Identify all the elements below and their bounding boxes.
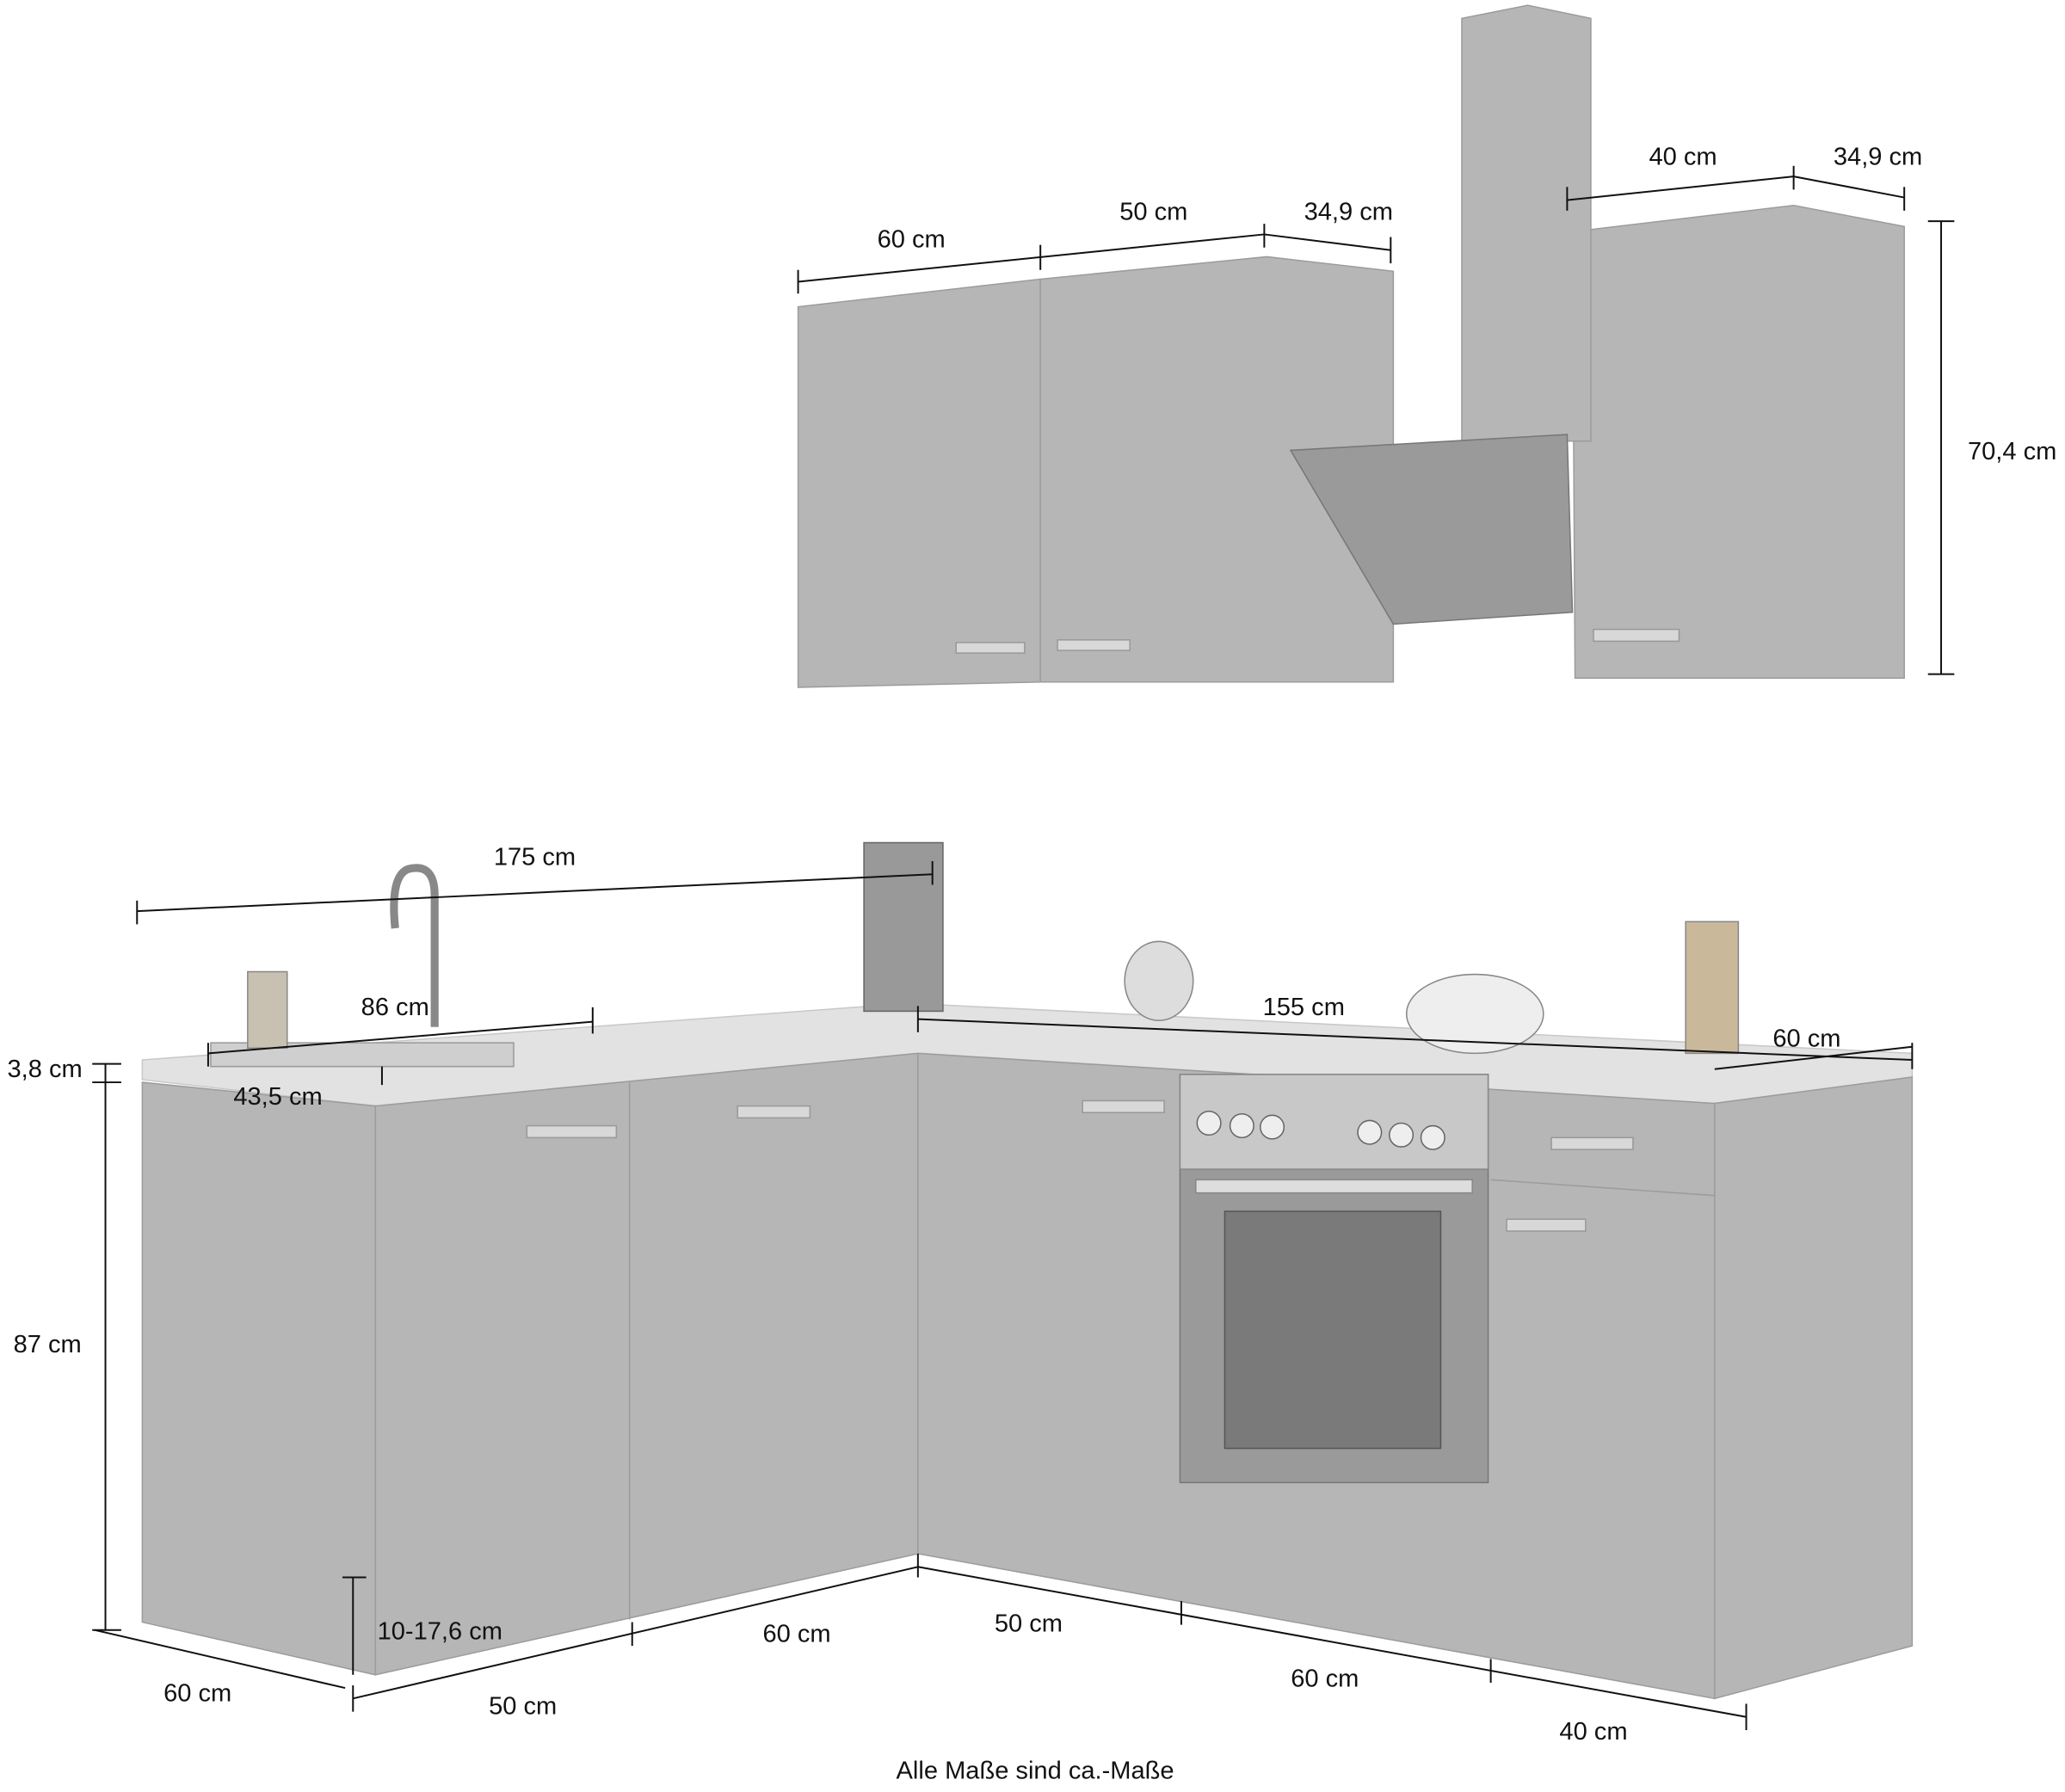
upper-cabinet-60 bbox=[797, 278, 1041, 688]
label-total-left: 175 cm bbox=[494, 844, 576, 871]
label-left-seg1: 50 cm bbox=[489, 1693, 557, 1721]
label-sink-depth: 43,5 cm bbox=[233, 1083, 322, 1111]
handle bbox=[955, 642, 1026, 654]
footer-note: Alle Maße sind ca.-Maße bbox=[897, 1758, 1174, 1785]
label-sink-width: 86 cm bbox=[361, 994, 429, 1021]
label-upper-50: 50 cm bbox=[1119, 199, 1187, 226]
handle bbox=[1593, 628, 1680, 643]
upper-cabinets bbox=[797, 4, 1905, 688]
knife-block bbox=[1685, 921, 1740, 1055]
label-right-seg1: 50 cm bbox=[995, 1610, 1063, 1637]
oven-control-panel bbox=[1179, 1074, 1489, 1170]
pot bbox=[1405, 973, 1544, 1055]
extractor-hood bbox=[1289, 434, 1574, 625]
oven-knobs bbox=[1196, 1110, 1446, 1150]
label-depth-right: 60 cm bbox=[1772, 1025, 1840, 1053]
label-plinth: 10-17,6 cm bbox=[378, 1617, 502, 1645]
label-upper-depth-left: 34,9 cm bbox=[1304, 199, 1393, 226]
soap-dispenser bbox=[247, 970, 288, 1050]
upper-cabinet-40 bbox=[1571, 204, 1905, 679]
end-panel bbox=[1714, 1076, 1914, 1700]
label-side-depth: 60 cm bbox=[163, 1679, 231, 1707]
label-left-seg2: 60 cm bbox=[762, 1621, 830, 1648]
label-upper-depth-right: 34,9 cm bbox=[1834, 143, 1922, 170]
label-upper-height: 70,4 cm bbox=[1968, 438, 2056, 465]
lower-dimension-lines bbox=[92, 860, 1914, 1731]
label-worktop-thickness: 3,8 cm bbox=[8, 1056, 83, 1083]
oven-window bbox=[1224, 1210, 1442, 1450]
coffee-machine bbox=[863, 841, 944, 1013]
left-base-cabinets bbox=[374, 1052, 919, 1676]
lower-cabinets bbox=[141, 841, 1914, 1700]
label-upper-60: 60 cm bbox=[878, 226, 946, 254]
side-panel bbox=[141, 1081, 377, 1676]
oven-handle bbox=[1195, 1179, 1473, 1194]
label-right-seg3: 40 cm bbox=[1559, 1718, 1627, 1746]
upper-dimension-lines bbox=[797, 165, 1955, 675]
label-total-right: 155 cm bbox=[1263, 994, 1345, 1021]
jar bbox=[1124, 940, 1194, 1021]
label-height: 87 cm bbox=[14, 1331, 82, 1358]
extractor-chimney bbox=[1461, 4, 1592, 442]
label-upper-40: 40 cm bbox=[1649, 143, 1717, 170]
faucet bbox=[390, 864, 439, 1027]
label-right-seg2: 60 cm bbox=[1291, 1666, 1359, 1693]
handle bbox=[1057, 639, 1131, 651]
